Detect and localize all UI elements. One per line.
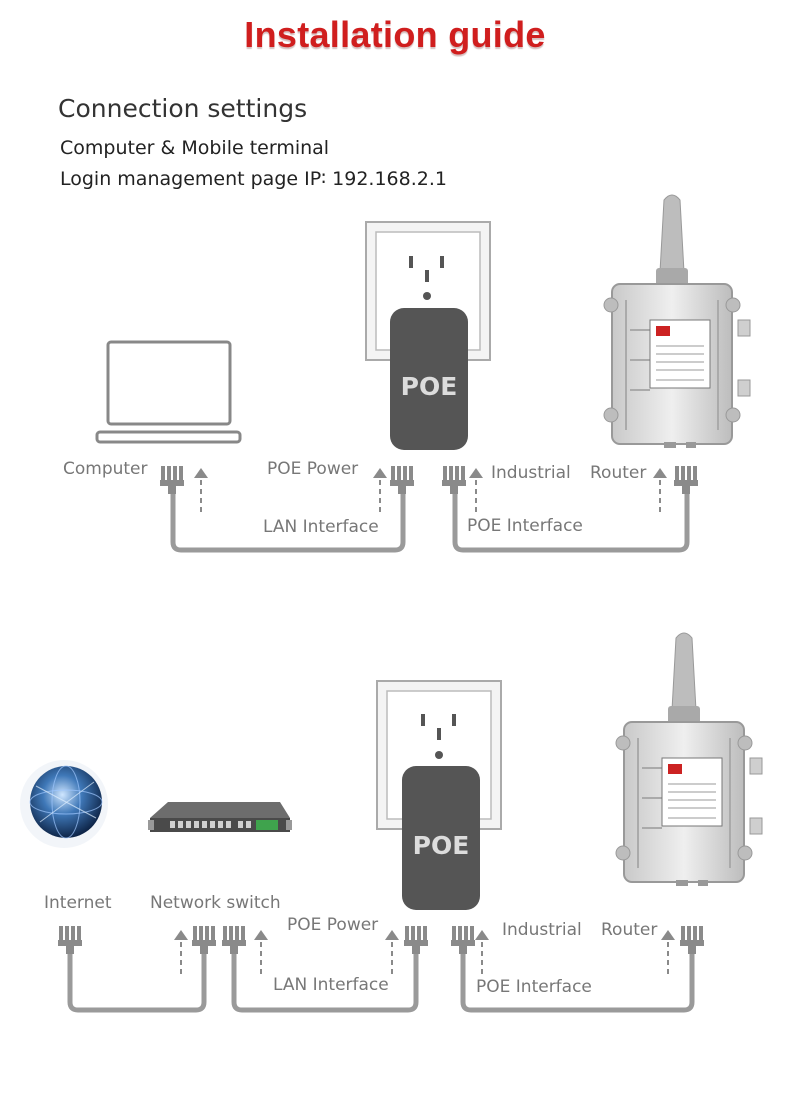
up-arrow-icon	[384, 929, 400, 975]
poe-power-label: POE Power	[267, 459, 359, 479]
rj45-connector-icon	[674, 466, 698, 494]
lan-interface-label: LAN Interface	[263, 517, 379, 537]
up-arrow-icon	[193, 467, 209, 513]
section-heading: Connection settings	[58, 94, 308, 123]
rj45-connector-icon	[58, 926, 82, 954]
poe-cable	[460, 952, 695, 1013]
poe-cable	[452, 492, 690, 553]
up-arrow-icon	[652, 467, 668, 513]
up-arrow-icon	[173, 929, 189, 975]
network-switch-icon	[148, 802, 292, 832]
network-switch-label: Network switch	[150, 893, 281, 913]
lan-interface-label: LAN Interface	[273, 975, 389, 995]
rj45-connector-icon	[442, 466, 466, 494]
up-arrow-icon	[660, 929, 676, 975]
up-arrow-icon	[474, 929, 490, 975]
internet-cable	[67, 952, 207, 1013]
poe-interface-label: POE Interface	[476, 977, 592, 997]
globe-icon	[20, 760, 108, 848]
router-icon	[615, 632, 763, 886]
industrial-label: Industrial	[491, 463, 571, 483]
poe-box-label: POE	[413, 831, 470, 860]
router-label: Router	[590, 463, 647, 483]
industrial-label: Industrial	[502, 920, 582, 940]
router-icon	[603, 194, 751, 448]
internet-label: Internet	[44, 893, 112, 913]
rj45-connector-icon	[390, 466, 414, 494]
rj45-connector-icon	[222, 926, 246, 954]
up-arrow-icon	[372, 467, 388, 513]
rj45-connector-icon	[451, 926, 475, 954]
up-arrow-icon	[468, 467, 484, 513]
poe-interface-label: POE Interface	[467, 516, 583, 536]
up-arrow-icon	[253, 929, 269, 975]
rj45-connector-icon	[160, 466, 184, 494]
page-title: Installation guide	[244, 14, 546, 55]
rj45-connector-icon	[680, 926, 704, 954]
poe-injector-icon: POE	[402, 766, 480, 910]
rj45-connector-icon	[404, 926, 428, 954]
rj45-connector-icon	[192, 926, 216, 954]
computer-label: Computer	[63, 459, 148, 479]
laptop-icon	[95, 340, 242, 444]
poe-injector-icon: POE	[390, 308, 468, 450]
login-ip-text: Login management page IP∶ 192.168.2.1	[60, 168, 447, 190]
device-type-text: Computer & Mobile terminal	[60, 137, 330, 159]
poe-box-label: POE	[401, 372, 458, 401]
lan-cable	[231, 952, 419, 1013]
router-label: Router	[601, 920, 658, 940]
poe-power-label: POE Power	[287, 915, 379, 935]
lan-cable	[170, 492, 406, 553]
